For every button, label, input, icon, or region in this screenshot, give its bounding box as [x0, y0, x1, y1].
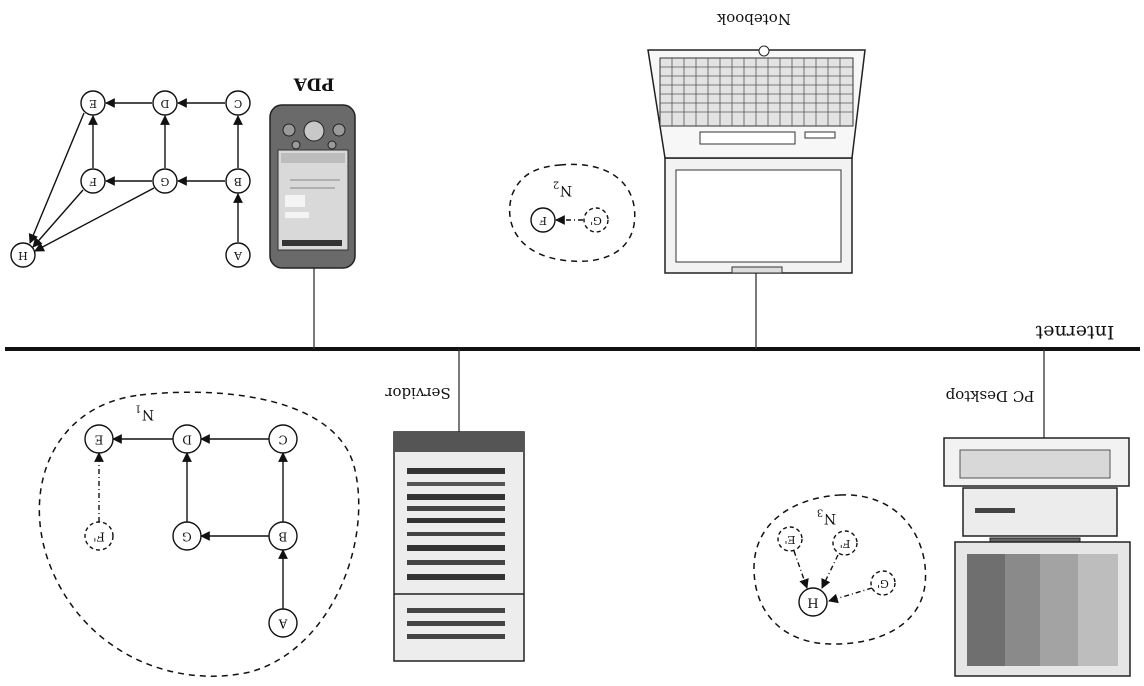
svg-text:E: E: [89, 97, 97, 110]
servidor-label: Servidor: [384, 384, 450, 402]
pc-desktop-device: [944, 438, 1130, 676]
pda-node-b: B: [226, 169, 250, 193]
n2-label-subscript: 2: [553, 179, 559, 190]
n3-graph-nodes: E' F' G' H: [778, 527, 895, 616]
n1-node-b: B: [269, 522, 297, 550]
svg-text:A: A: [233, 249, 243, 262]
pda-device: [270, 105, 355, 268]
svg-text:G': G': [877, 577, 889, 590]
n1-label: N: [142, 406, 154, 422]
svg-text:D: D: [160, 97, 169, 110]
pda-node-e: E: [81, 91, 105, 115]
n3-node-f-prime: F': [833, 531, 857, 555]
n3-node-e-prime: E': [778, 527, 802, 551]
pda-node-h: H: [11, 243, 35, 267]
n1-node-d: D: [173, 425, 201, 453]
n1-node-c: C: [269, 425, 297, 453]
pda-node-a: A: [226, 243, 250, 267]
pda-edge-g-h: [35, 188, 154, 251]
n3-label-subscript: 3: [817, 507, 823, 518]
svg-text:F': F': [93, 530, 105, 544]
svg-text:F': F': [840, 537, 851, 550]
svg-text:A: A: [278, 617, 288, 631]
svg-text:B: B: [278, 530, 287, 544]
n2-node-g-prime: G': [584, 208, 608, 232]
pda-node-f: F: [81, 169, 105, 193]
svg-text:H: H: [807, 595, 818, 610]
n2-node-f: F: [531, 208, 555, 232]
pda-label: PDA: [293, 74, 335, 94]
n1-label-subscript: 1: [135, 403, 141, 414]
pda-graph: [30, 103, 238, 251]
n1-node-a: A: [269, 609, 297, 637]
pda-node-d: D: [153, 91, 177, 115]
pc-desktop-label: PC Desktop: [946, 387, 1035, 405]
pda-node-c: C: [226, 91, 250, 115]
svg-text:D: D: [182, 433, 192, 447]
n3-edge-g-h: [829, 588, 872, 601]
n3-node-h: H: [799, 588, 827, 616]
servidor-device: [394, 432, 524, 661]
svg-text:B: B: [234, 175, 242, 188]
internet-label: Internet: [1035, 321, 1114, 343]
pda-graph-nodes: A B C D E F G H: [11, 91, 250, 267]
n2-label: N: [560, 182, 572, 198]
svg-text:G': G': [590, 214, 602, 227]
n1-node-g: G: [173, 522, 201, 550]
n2-graph: G' F: [531, 208, 608, 232]
n1-node-f-prime: F': [85, 522, 113, 550]
n1-node-e: E: [85, 425, 113, 453]
pda-edge-e-h: [30, 113, 84, 243]
svg-text:C: C: [234, 97, 242, 110]
svg-text:C: C: [278, 433, 287, 447]
svg-text:G: G: [161, 175, 170, 188]
pda-node-g: G: [153, 169, 177, 193]
n3-label: N: [824, 510, 836, 526]
n3-edge-f-h: [822, 555, 838, 588]
svg-text:H: H: [18, 249, 28, 262]
n3-node-g-prime: G': [871, 571, 895, 595]
n2-cluster-boundary: [510, 164, 635, 261]
notebook-device: [648, 46, 865, 273]
n3-cluster-boundary: [754, 495, 926, 644]
svg-text:E: E: [95, 433, 104, 447]
svg-text:E': E': [784, 533, 795, 546]
svg-text:G: G: [182, 530, 192, 544]
svg-text:F: F: [89, 175, 97, 188]
svg-text:F: F: [539, 214, 547, 227]
n3-edge-e-h: [794, 551, 807, 588]
notebook-label: Notebook: [716, 10, 791, 28]
n1-graph-nodes: A B C D E G F': [85, 425, 297, 637]
